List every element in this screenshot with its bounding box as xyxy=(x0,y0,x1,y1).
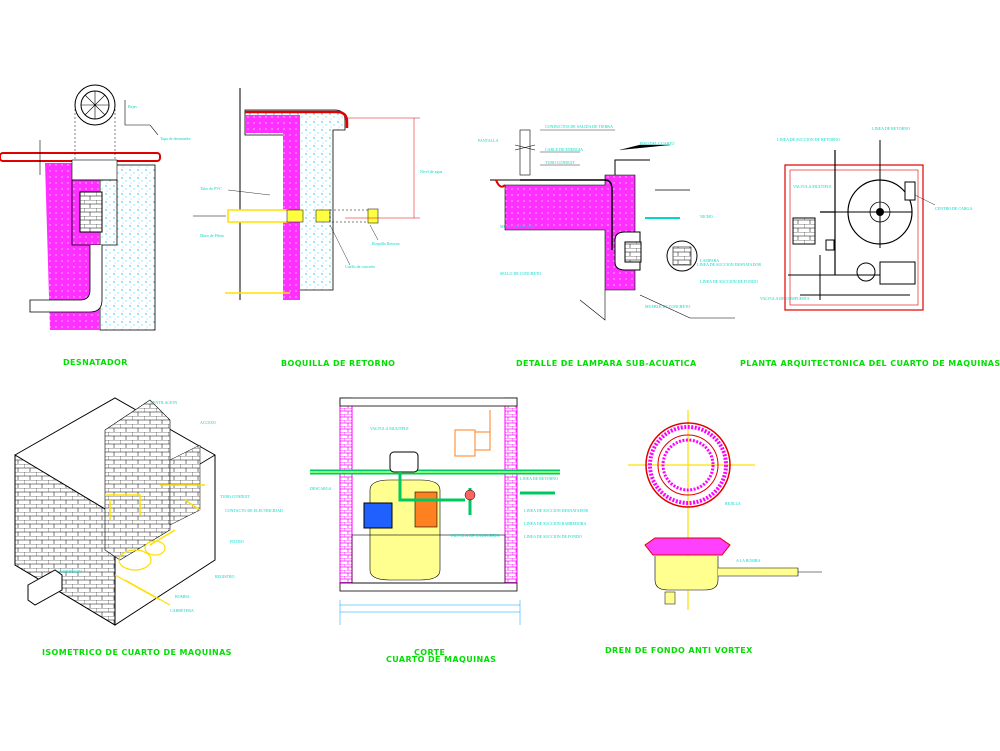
dren-note-bomba: A LA BOMBA xyxy=(736,558,761,563)
isometrico-note-registro: REGISTRO xyxy=(215,574,235,579)
planta-note-desnatador: LINEA DE SUCCION DESNATADOR xyxy=(697,262,761,267)
title-corte: CORTE xyxy=(414,648,446,657)
isometrico-note-filtro: FILTRO xyxy=(230,539,244,544)
planta-note-compuerta: VALVULA DE COMPUERTA xyxy=(760,296,810,301)
lampara-note-conductos: CONDUCTOS DE SALIDA DE TIERRA xyxy=(545,124,613,129)
title-boquilla-retorno: BOQUILLA DE RETORNO xyxy=(281,359,396,368)
lampara-note-muro: MURO DE PISCINA xyxy=(500,224,535,229)
title-dren-anti-vortex: DREN DE FONDO ANTI VORTEX xyxy=(605,646,753,655)
planta-note-fondo: LINEA DE SUCCION DE FONDO xyxy=(700,279,758,284)
title-desnatador: DESNATADOR xyxy=(63,358,128,367)
corte-note-descarga: DESCARGA xyxy=(310,486,332,491)
lampara-drawing: PANTALLA CONDUCTOS DE SALIDA DE TIERRA C… xyxy=(478,124,735,321)
planta-note-retorno: LINEA DE RETORNO xyxy=(872,126,910,131)
isometrico-note-conducto: CONDUCTO xyxy=(60,569,82,574)
lampara-note-lampara: LAMPARA xyxy=(700,258,719,263)
boquilla-note-tubo: Tubo de PVC xyxy=(200,186,222,191)
boquilla-note-boquilla: Boquilla Retorno xyxy=(372,241,400,246)
desnatador-note-tapa: Tapa de desnatador xyxy=(160,136,191,141)
isometrico-note-contacto: CONTACTO DE ELECTRICIDAD xyxy=(225,508,283,513)
desnatador-drawing: Tapa de desnatador Rejas xyxy=(0,84,191,331)
corte-note-retorno: LINEA DE RETORNO xyxy=(520,476,558,481)
isometrico-note-ventilacion: VENTILACION xyxy=(150,400,177,405)
planta-note-succion: LINEA DE SUCCION DE RETORNO xyxy=(777,137,840,142)
title-planta-cuarto-maquinas: PLANTA ARQUITECTONICA DEL CUARTO DE MAQU… xyxy=(740,359,1000,368)
isometrico-note-conduit: TUBO CONDUIT xyxy=(220,494,250,499)
title-lampara-subacuatica: DETALLE DE LAMPARA SUB-ACUATICA xyxy=(516,359,697,368)
boquilla-note-nivel: Nivel de agua xyxy=(420,169,442,174)
corte-note-valvula: VALVULA MULTIPLE xyxy=(370,426,409,431)
boquilla-note-cuello: Cuello de concreto xyxy=(345,264,375,269)
boquilla-note-muro: Muro de Pileta xyxy=(200,233,224,238)
dren-drawing: REJILLA A LA BOMBA xyxy=(628,410,822,610)
corte-drawing: VALVULA MULTIPLE DESCARGA LINEA DE RETOR… xyxy=(310,397,588,625)
lampara-note-sello: SELLO DE CONCRETO xyxy=(500,271,541,276)
boquilla-drawing: Tubo de PVC Muro de Pileta Cuello de con… xyxy=(193,88,442,300)
lampara-note-cable: CABLE DE ENERGIA xyxy=(545,147,583,152)
planta-note-centro: CENTRO DE CARGA xyxy=(935,206,972,211)
planta-drawing: LINEA DE SUCCION DE RETORNO LINEA DE RET… xyxy=(697,126,972,311)
lampara-note-conduit: TUBO CONDUIT xyxy=(545,160,575,165)
dren-note-rejilla: REJILLA xyxy=(725,501,741,506)
isometrico-note-carretera: CARRETERA xyxy=(170,608,194,613)
isometrico-note-acceso: ACCESO xyxy=(200,420,216,425)
lampara-note-piso: PISO DEL CUARTO xyxy=(640,141,675,146)
desnatador-note-rejas: Rejas xyxy=(128,104,137,109)
corte-note-fondo: LINEA DE SUCCION DE FONDO xyxy=(524,534,582,539)
planta-note-valvula: VALVULA MULTIPLE xyxy=(793,184,832,189)
lampara-note-mueble: MUEBLE DE CONCRETO xyxy=(645,304,690,309)
title-isometrico: ISOMETRICO DE CUARTO DE MAQUINAS xyxy=(42,648,232,657)
isometrico-note-bomba: BOMBA xyxy=(175,594,190,599)
corte-note-barredora: LINEA DE SUCCION BARREDORA xyxy=(524,521,586,526)
isometrico-drawing: VENTILACION ACCESO TUBO CONDUIT CONTACTO… xyxy=(14,397,283,626)
title-corte-cuarto-maquinas: CUARTO DE MAQUINAS xyxy=(386,655,497,664)
corte-note-compuerta: VALVULA DE COMPUERTA xyxy=(450,533,500,538)
lampara-note-nicho: NICHO xyxy=(700,214,713,219)
corte-note-desnatador: LINEA DE SUCCION DESNATADOR xyxy=(524,508,588,513)
lampara-note-pantalla: PANTALLA xyxy=(478,138,499,143)
